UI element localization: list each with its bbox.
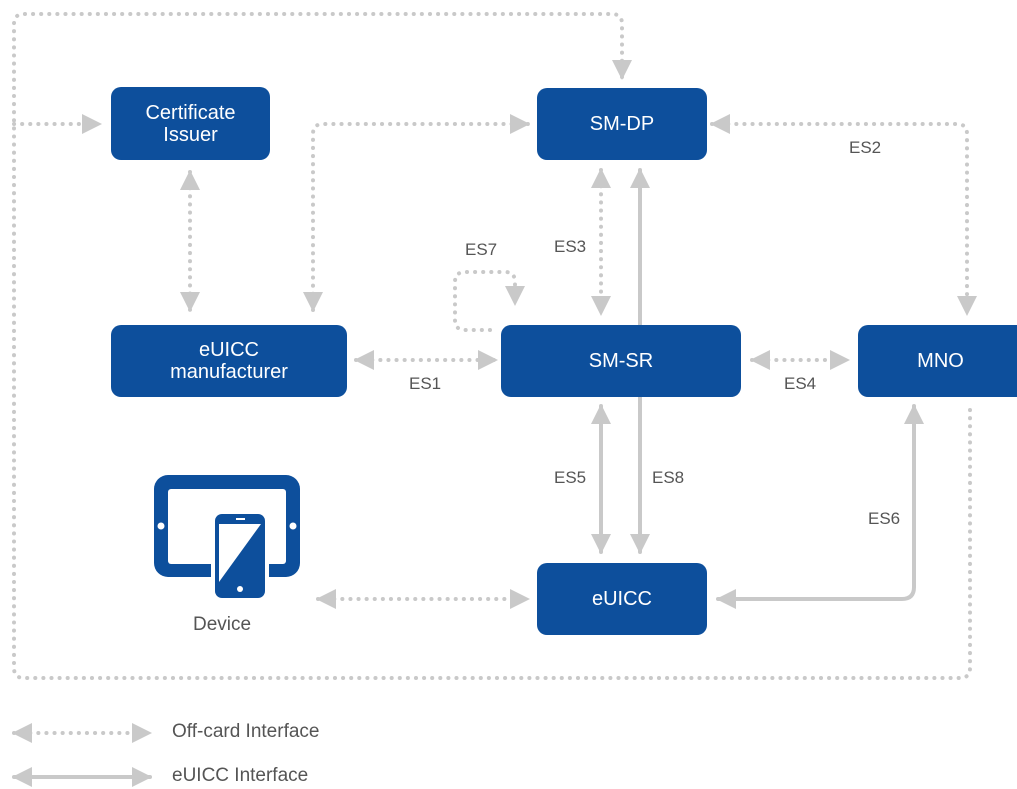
euicc-manufacturer-node: eUICC manufacturer	[111, 325, 347, 397]
es2-connector	[710, 114, 977, 316]
euicc-label: eUICC	[591, 588, 652, 610]
es7-loop-connector	[453, 270, 525, 332]
es7-label: ES7	[465, 240, 498, 259]
euicc-manufacturer-label-line1: eUICC	[198, 339, 259, 361]
es6-connector	[716, 404, 924, 609]
sm-dp-node: SM-DP	[537, 88, 707, 160]
legend-off-card-label: Off-card Interface	[172, 721, 320, 742]
sm-sr-label: SM-SR	[588, 350, 654, 372]
tablet-phone-icon	[154, 475, 300, 602]
es5-label: ES5	[554, 468, 587, 487]
euicc-manufacturer-label-line2: manufacturer	[170, 361, 288, 383]
manufacturer-smdp-connector	[303, 114, 530, 312]
certificate-issuer-label-line2: Issuer	[163, 123, 218, 146]
es6-label: ES6	[868, 509, 901, 528]
es8-label: ES8	[652, 468, 685, 487]
legend-euicc-label: eUICC Interface	[172, 765, 309, 786]
outer-loop-connector	[12, 12, 972, 680]
euicc-node: eUICC	[537, 563, 707, 635]
device-label: Device	[193, 614, 252, 635]
es3-label: ES3	[554, 237, 587, 256]
certificate-issuer-node: Certificate Issuer	[111, 87, 270, 160]
es4-label: ES4	[784, 374, 817, 393]
es1-label: ES1	[409, 374, 442, 393]
sm-dp-label: SM-DP	[589, 113, 655, 135]
sm-sr-node: SM-SR	[501, 325, 741, 397]
mno-label: MNO	[917, 350, 964, 372]
es2-label: ES2	[849, 138, 882, 157]
certificate-issuer-label-line1: Certificate	[145, 101, 236, 124]
mno-node: MNO	[858, 325, 1017, 397]
